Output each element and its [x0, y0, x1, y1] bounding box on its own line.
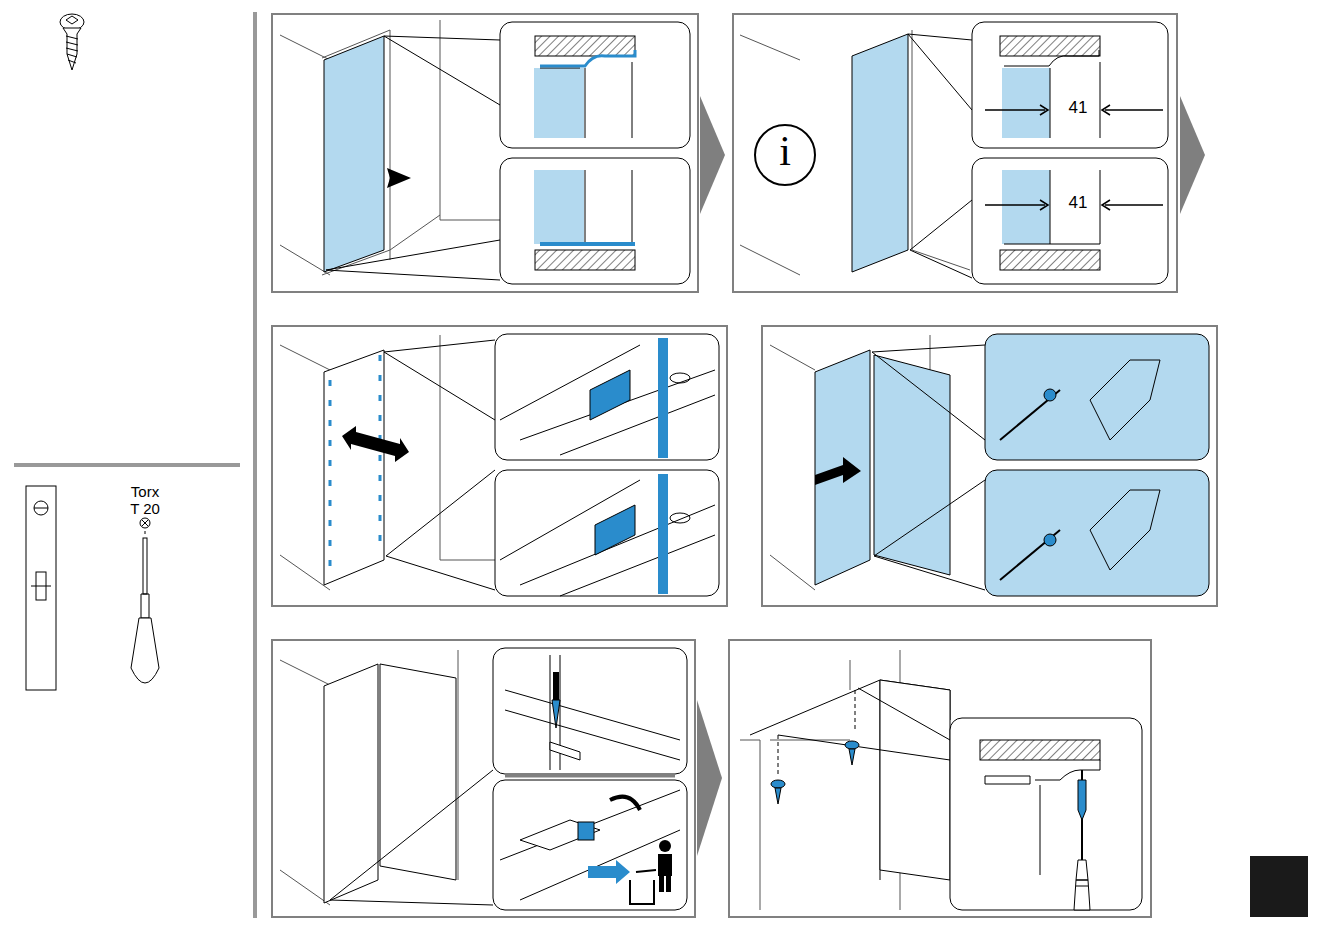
- dimension-value: 41: [1058, 194, 1098, 213]
- detail-inset: [500, 158, 690, 284]
- door-panel: [815, 350, 870, 585]
- screwdriver: [131, 518, 159, 683]
- dispose-symbol: [658, 840, 672, 892]
- push-arrow: [815, 457, 861, 485]
- furniture-door: [874, 355, 950, 575]
- screw-icon: [60, 14, 84, 70]
- detail-inset: [495, 334, 719, 460]
- detail-inset: [950, 718, 1142, 910]
- detail-inset: [985, 470, 1209, 596]
- detail-inset: [493, 780, 687, 910]
- detail-inset: [972, 22, 1168, 148]
- divider: [253, 12, 257, 918]
- info-letter: i: [771, 128, 799, 174]
- move-arrow: [342, 426, 409, 462]
- door-panel: [852, 34, 908, 272]
- tool-label: Torx T 20: [127, 484, 163, 517]
- step-panel: [272, 14, 1217, 917]
- cabinet: [280, 20, 520, 275]
- info-symbol: [755, 125, 815, 185]
- detail-inset: [493, 648, 687, 774]
- push-arrow: [360, 168, 411, 188]
- divider: [14, 463, 240, 467]
- detail-inset: [495, 470, 719, 596]
- page-tab: [1250, 856, 1308, 917]
- detail-inset: [500, 22, 690, 148]
- spirit-level: [26, 486, 56, 690]
- dimension-value: 41: [1058, 99, 1098, 118]
- screw: [771, 741, 859, 804]
- detail-inset: [972, 158, 1168, 284]
- door-panel: [324, 36, 384, 272]
- detail-inset: [985, 334, 1209, 460]
